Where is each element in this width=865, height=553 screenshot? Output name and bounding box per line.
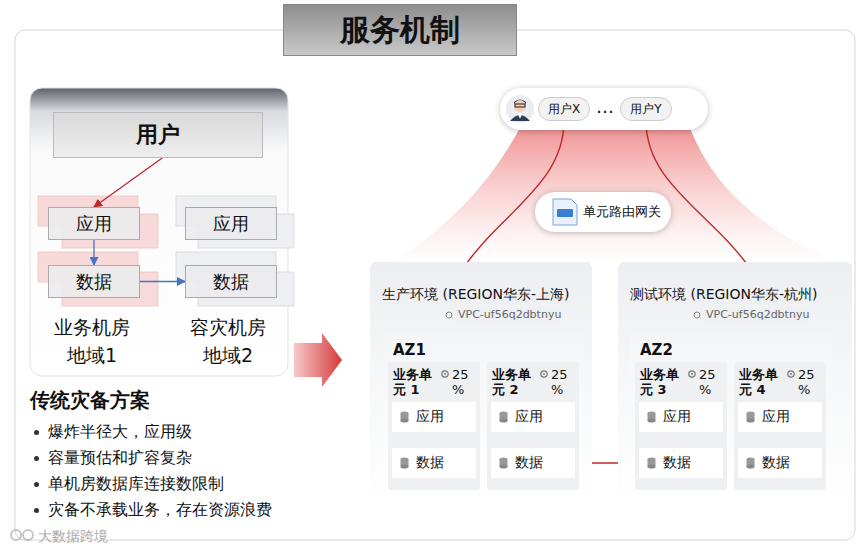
- vpc-icon: [445, 311, 454, 320]
- node-text: 数据: [213, 270, 249, 294]
- percent-icon: [787, 370, 796, 379]
- avatar-icon: [506, 95, 534, 123]
- service-box: 数据: [738, 448, 822, 478]
- node-text: 25 %: [699, 368, 723, 398]
- bullet-text: 单机房数据库连接数限制: [48, 473, 308, 495]
- node-text: 单元路由网关: [583, 203, 661, 221]
- user-box: 用户: [53, 112, 263, 158]
- percent-icon: [441, 370, 450, 379]
- environment-panel: 测试环境 (REGION华东-杭州) VPC-uf56q2dbtnyuAZ2 业务单…: [618, 262, 852, 504]
- db-icon: [400, 411, 410, 424]
- bullet-dot: [34, 482, 39, 487]
- node-text: AZ1: [393, 341, 426, 359]
- room-box: 数据: [185, 265, 277, 298]
- db-icon: [647, 411, 657, 424]
- bullet-text: 容量预估和扩容复杂: [48, 447, 308, 469]
- db-icon: [400, 457, 410, 470]
- db-icon: [499, 457, 509, 470]
- user-pill: 用户Y: [620, 97, 672, 121]
- service-box: 应用: [392, 402, 476, 432]
- node-text: …: [596, 96, 614, 117]
- node-text: 用户Y: [630, 101, 661, 118]
- api-icon: [549, 195, 581, 229]
- room-label: 业务机房 地域1: [44, 314, 140, 369]
- room-box: 应用: [48, 207, 140, 240]
- watermark: 大数据跨境: [38, 526, 158, 546]
- room-box: 应用: [185, 207, 277, 240]
- bullet-dot: [34, 456, 39, 461]
- unit-box: 业务单元 4 25 % 应用数据: [734, 362, 826, 490]
- service-box: 数据: [392, 448, 476, 478]
- node-text: 应用: [416, 408, 444, 426]
- service-box: 数据: [491, 448, 575, 478]
- service-box: 应用: [639, 402, 723, 432]
- room-label: 容灾机房 地域2: [180, 314, 276, 369]
- room-box: 数据: [48, 265, 140, 298]
- node-text: VPC-uf56q2dbtnyu: [456, 308, 563, 321]
- node-text: 业务单元 3: [640, 368, 682, 398]
- percent-icon: [540, 370, 549, 379]
- node-text: 数据: [76, 270, 112, 294]
- node-text: 25 %: [551, 368, 575, 398]
- user-pill: 用户X: [538, 97, 590, 121]
- connector: [93, 240, 94, 265]
- bullet-text: 灾备不承载业务，存在资源浪费: [48, 499, 318, 521]
- node-text: 业务单元 4: [739, 368, 781, 398]
- node-text: 应用: [213, 212, 249, 236]
- zone-box: AZ2 业务单元 3 25 % 应用数据 业务单元 4 25 % 应用数据: [630, 333, 831, 498]
- node-text: 业务单元 1: [393, 368, 435, 398]
- node-text: 应用: [762, 408, 790, 426]
- node-text: 25 %: [798, 368, 822, 398]
- node-text: 测试环境 (REGION华东-杭州): [628, 286, 819, 304]
- service-box: 数据: [639, 448, 723, 478]
- node-text: 业务单元 2: [492, 368, 534, 398]
- node-text: AZ2: [640, 341, 673, 359]
- connector: [94, 158, 162, 207]
- db-icon: [746, 411, 756, 424]
- node-text: VPC-uf56q2dbtnyu: [704, 308, 811, 321]
- node-text: 用户X: [548, 101, 580, 118]
- bullet-dot: [34, 508, 39, 513]
- section-heading: 传统灾备方案: [30, 386, 250, 415]
- db-icon: [746, 457, 756, 470]
- node-text: 数据: [663, 454, 691, 472]
- node-text: 应用: [663, 408, 691, 426]
- node-text: 25 %: [452, 368, 476, 398]
- node-text: 数据: [762, 454, 790, 472]
- node-text: 生产环境 (REGION华东-上海): [380, 286, 571, 304]
- unit-box: 业务单元 3 25 % 应用数据: [635, 362, 727, 490]
- db-icon: [499, 411, 509, 424]
- user-bar: … 用户X 用户Y: [500, 88, 708, 130]
- zone-box: AZ1 业务单元 1 25 % 应用数据 业务单元 2 25 % 应用数据: [383, 333, 584, 498]
- service-box: 应用: [738, 402, 822, 432]
- percent-icon: [688, 370, 697, 379]
- unit-box: 业务单元 2 25 % 应用数据: [487, 362, 579, 490]
- bullet-dot: [34, 430, 39, 435]
- vpc-icon: [693, 311, 702, 320]
- service-box: 应用: [491, 402, 575, 432]
- gateway-pill: 单元路由网关: [535, 192, 671, 232]
- node-text: 应用: [76, 212, 112, 236]
- node-text: 应用: [515, 408, 543, 426]
- node-text: 数据: [515, 454, 543, 472]
- connector: [140, 281, 185, 282]
- node-text: 用户: [136, 120, 180, 150]
- environment-panel: 生产环境 (REGION华东-上海) VPC-uf56q2dbtnyuAZ1 业务单…: [370, 262, 592, 504]
- db-icon: [647, 457, 657, 470]
- bullet-text: 爆炸半径大，应用级: [48, 421, 308, 443]
- unit-box: 业务单元 1 25 % 应用数据: [388, 362, 480, 490]
- page-title: 服务机制: [283, 4, 517, 56]
- node-text: 数据: [416, 454, 444, 472]
